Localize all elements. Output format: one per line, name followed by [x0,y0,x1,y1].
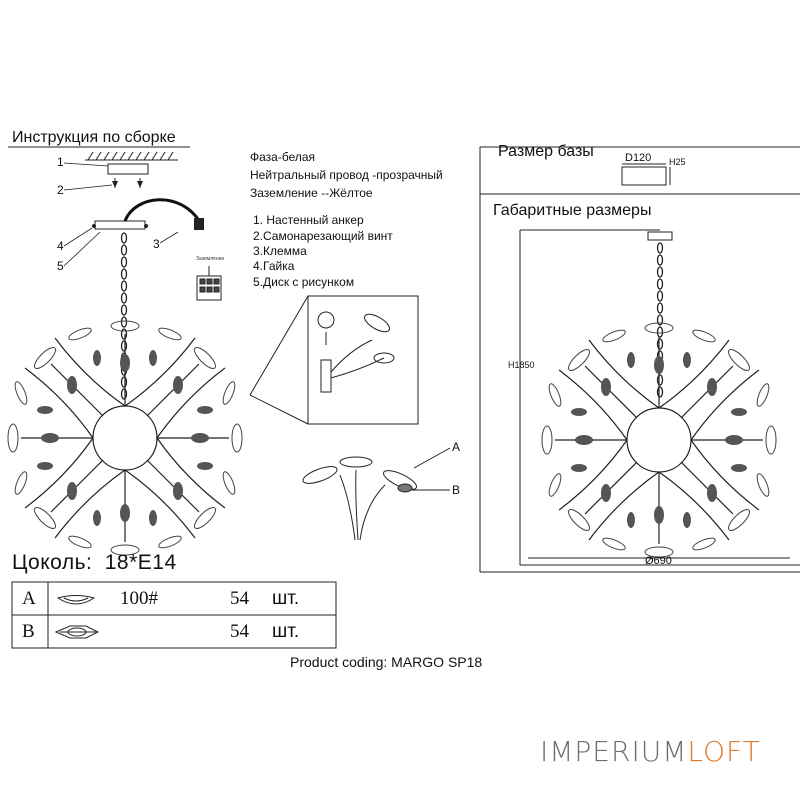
chandelier-drawing-right [541,322,777,558]
chandelier-drawing-left [7,320,243,556]
part-a-letter: A [22,588,36,609]
step-2: 2.Самонарезающий винт [253,229,393,243]
suspension-chain [120,232,128,400]
socket-label: Цоколь: [12,551,93,574]
detail-zoom [249,295,419,425]
power-cable [123,198,202,223]
product-coding: Product coding: MARGO SP18 [290,654,483,670]
socket-info: Цоколь: 18*E14 [12,551,177,575]
part-a-icon [56,595,96,605]
callout-3: 3 [153,237,160,251]
callout-2: 2 [57,183,64,197]
callout-5: 5 [57,259,64,273]
overall-height: H1850 [508,360,535,370]
branch-detail [302,447,451,541]
right-chain [656,242,664,398]
screw-icons [92,181,148,228]
detail-label-b: B [452,483,461,497]
connector-icon [194,218,204,230]
wiring-ground: Заземление --Жёлтое [250,186,373,200]
overall-dimensions-title: Габаритные размеры [493,202,652,219]
part-b-letter: B [22,621,35,642]
part-b-unit: шт. [272,621,300,642]
wiring-phase: Фаза-белая [250,150,316,164]
overall-dimension-lines [519,229,800,566]
callout-leaders [63,162,179,267]
mounting-bracket [94,163,149,230]
wiring-neutral: Нейтральный провод -прозрачный [250,168,443,182]
part-b-qty: 54 [230,621,249,642]
brand-part2: LOFT [687,735,761,768]
brand-logo: IMPERIUMLOFT [540,735,761,768]
part-b-icon [54,625,100,639]
socket-value: 18*E14 [104,551,177,574]
callout-4: 4 [57,239,64,253]
base-diameter: D120 [625,152,652,164]
parts-table-grid [11,581,337,649]
part-a-code: 100# [120,588,158,609]
overall-width: Ø690 [645,555,672,567]
base-dimension-drawing [621,163,671,186]
assembly-title: Инструкция по сборке [12,129,176,146]
base-height: H25 [669,157,686,167]
frame-lines [8,146,800,573]
right-canopy [647,231,673,241]
terminal-block-icon [196,266,222,301]
part-a-unit: шт. [272,588,300,609]
step-1: 1. Настенный анкер [253,213,364,227]
step-3: 3.Клемма [253,244,307,258]
detail-label-a: A [452,440,461,454]
terminal-label: Заземление [196,256,225,262]
base-size-title: Размер базы [498,143,594,160]
step-5: 5.Диск с рисунком [253,275,355,289]
step-4: 4.Гайка [253,259,295,273]
brand-part1: IMPERIUM [540,735,688,768]
ceiling-hatch [85,151,178,161]
callout-1: 1 [57,155,64,169]
part-a-qty: 54 [230,588,249,609]
